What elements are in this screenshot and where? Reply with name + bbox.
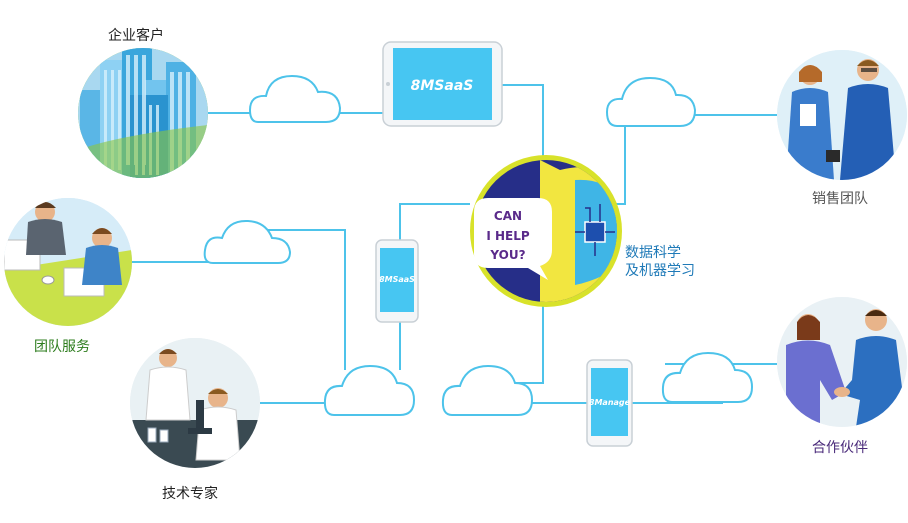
team-service-label: 团队服务 (34, 339, 90, 355)
tablet-device: 8MSaaS (382, 41, 503, 127)
enterprise-label: 企业客户 (108, 28, 164, 44)
enterprise-illustration (78, 48, 208, 178)
tech-expert-label: 技术专家 (162, 486, 218, 502)
tech-expert-illustration (130, 338, 260, 468)
sales-team-illustration (777, 50, 907, 180)
tablet-brand: 8MSaaS (411, 78, 474, 94)
center-caption-line-1: 数据科学 (625, 245, 681, 261)
center-caption-line-2: 及机器学习 (625, 263, 695, 279)
bubble-line-1: CAN (494, 209, 522, 223)
center-caption: 数据科学 及机器学习 (625, 244, 715, 280)
bubble-line-3: YOU? (489, 248, 525, 262)
sales-team-label: 销售团队 (812, 191, 868, 207)
team-service-illustration (4, 198, 132, 326)
ai-center-emblem: CAN I HELP YOU? (470, 155, 622, 307)
cloud-icon (661, 351, 754, 403)
cloud-icon (203, 219, 292, 264)
phone2-brand: 8Manage (589, 398, 631, 407)
partner-illustration (777, 297, 907, 427)
phone-device: 8Manage (586, 359, 633, 447)
bubble-line-2: I HELP (486, 229, 530, 243)
cloud-icon (441, 364, 534, 416)
cloud-icon (323, 364, 416, 416)
phone-device: 8MSaaS (375, 239, 419, 323)
speech-bubble (474, 198, 552, 280)
cloud-icon (248, 74, 342, 123)
partner-label: 合作伙伴 (812, 440, 868, 456)
cloud-icon (605, 76, 697, 127)
phone1-brand: 8MSaaS (379, 275, 415, 284)
